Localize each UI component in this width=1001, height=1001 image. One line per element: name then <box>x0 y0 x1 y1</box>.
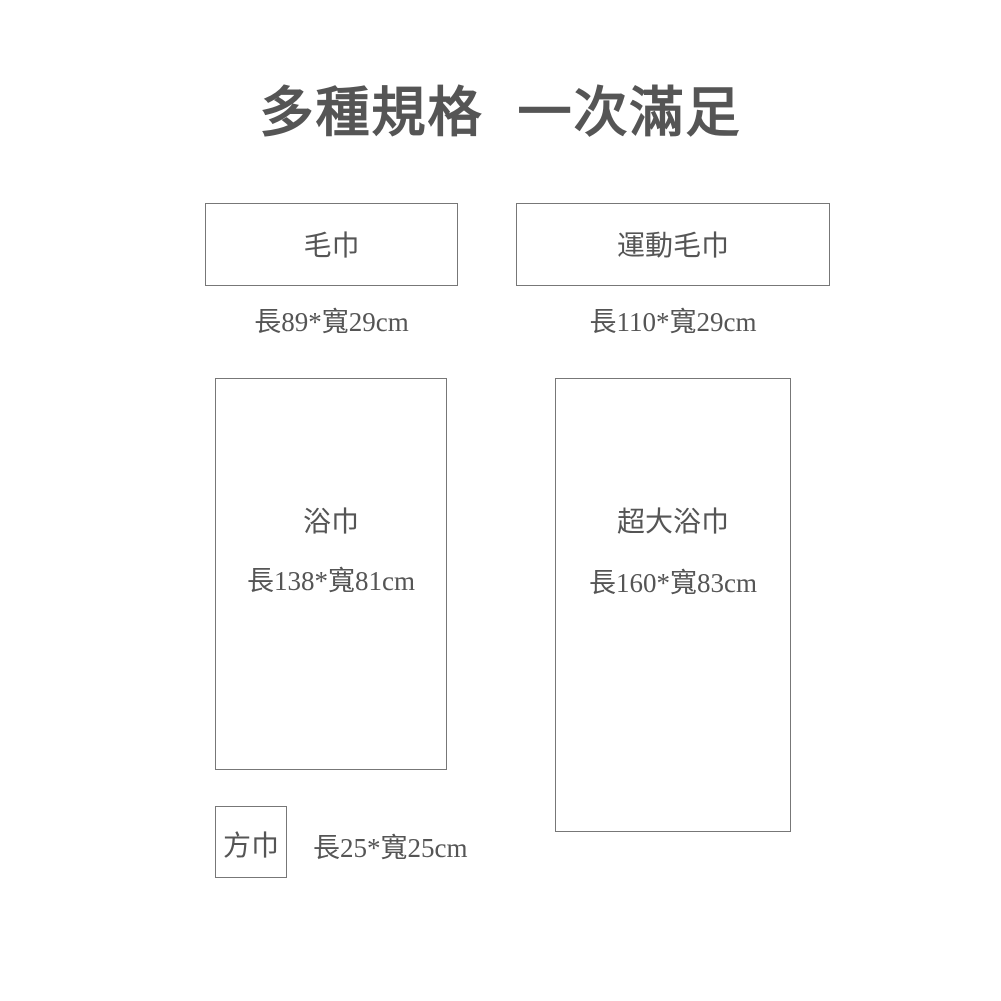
sports-towel-shape-box: 運動毛巾 <box>516 203 830 286</box>
washcloth-shape-box: 方巾 <box>215 806 287 878</box>
xl-bath-towel-shape-box: 超大浴巾 長160*寬83cm <box>555 378 791 832</box>
towel-size: 長89*寬29cm <box>254 307 409 337</box>
towel-name: 毛巾 <box>303 229 360 262</box>
bath-towel-shape-box: 浴巾 長138*寬81cm <box>215 378 447 770</box>
xl-bath-towel-name: 超大浴巾 <box>616 505 729 538</box>
sports-towel-size: 長110*寬29cm <box>589 307 757 337</box>
washcloth-name: 方巾 <box>222 829 279 862</box>
xl-bath-towel-size: 長160*寬83cm <box>589 568 757 598</box>
bath-towel-size: 長138*寬81cm <box>247 566 415 596</box>
title-part-2: 一次滿足 <box>517 80 742 144</box>
page-title: 多種規格一次滿足 <box>0 68 1001 147</box>
washcloth-size: 長25*寬25cm <box>313 833 468 863</box>
towel-shape-box: 毛巾 <box>205 203 458 286</box>
sports-towel-name: 運動毛巾 <box>616 229 729 262</box>
bath-towel-name: 浴巾 <box>302 505 359 538</box>
title-part-1: 多種規格 <box>259 80 484 144</box>
